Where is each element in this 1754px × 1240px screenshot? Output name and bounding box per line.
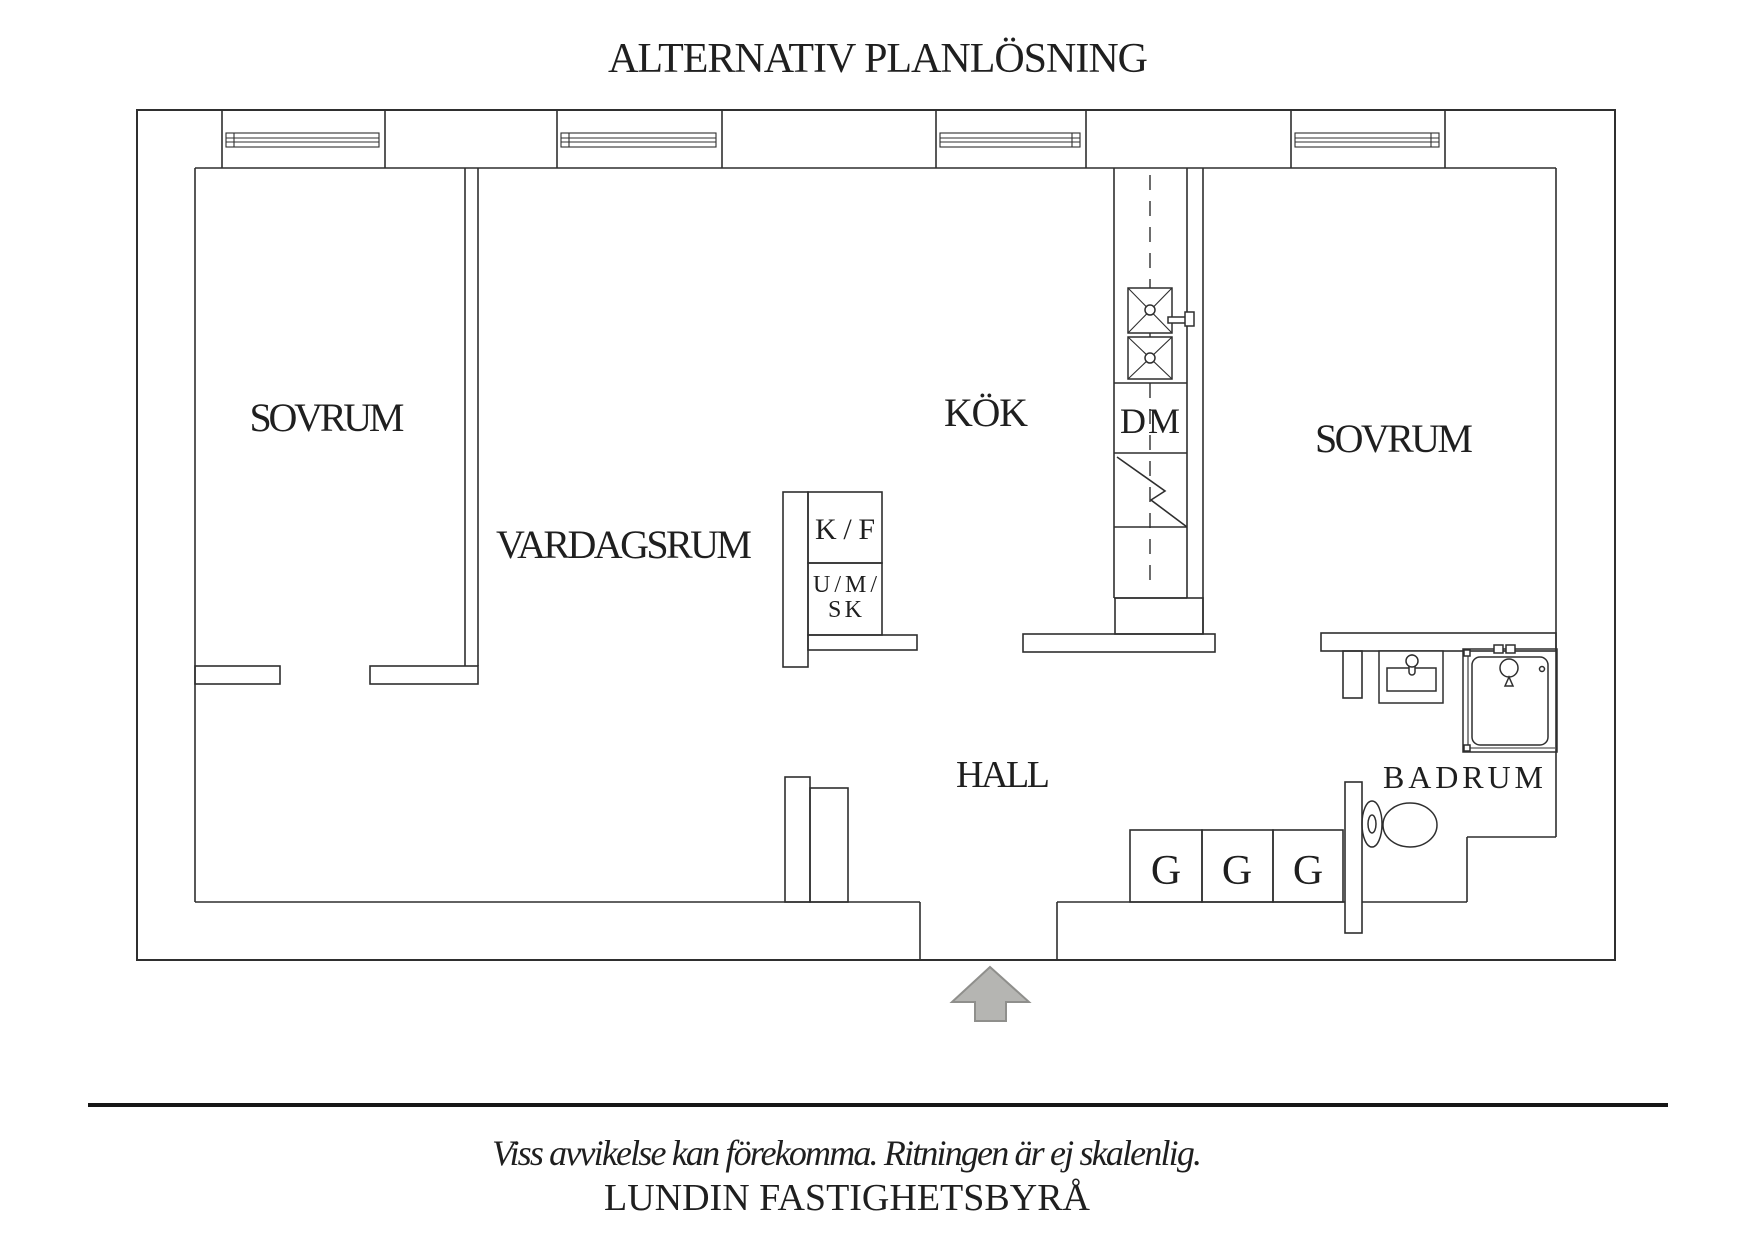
window-icon-right-bedroom xyxy=(1294,132,1440,148)
oven-micro-label-line1: U/M/ xyxy=(813,572,877,598)
hall-south-wall xyxy=(195,901,1345,960)
wardrobe-label-1: G xyxy=(1151,848,1181,894)
window-icon-left-bedroom xyxy=(225,132,380,148)
inner-walls xyxy=(194,110,1557,902)
room-label-kok: KÖK xyxy=(944,390,1028,435)
kitchen-counter: DM xyxy=(1113,168,1204,634)
room-label-badrum: BADRUM xyxy=(1383,759,1543,795)
kitchen-faucet-icon xyxy=(1167,311,1195,327)
fridge-freezer-label: K/F xyxy=(815,513,875,546)
wardrobe-label-3: G xyxy=(1293,848,1323,894)
wardrobe-row: G G G xyxy=(1129,829,1344,903)
shower-icon xyxy=(1462,644,1558,753)
dishwasher-label: DM xyxy=(1120,401,1180,441)
oven-micro-label-line2: SK xyxy=(828,597,863,623)
kitchen-south-wall xyxy=(1022,597,1216,653)
footer: Viss avvikelse kan förekomma. Ritningen … xyxy=(88,1103,1668,1219)
room-label-hall: HALL xyxy=(956,754,1050,796)
room-label-sovrum-right: SOVRUM xyxy=(1315,416,1473,461)
window-icon-kitchen xyxy=(939,132,1081,148)
bathroom-floor-edge xyxy=(1362,836,1556,903)
appliance-column: K/F U/M/ SK xyxy=(782,491,918,668)
window-icon-livingroom xyxy=(560,132,717,148)
footer-company: LUNDIN FASTIGHETSBYRÅ xyxy=(604,1177,1091,1219)
entry-arrow-icon xyxy=(949,965,1032,1022)
stove-symbol xyxy=(1116,456,1188,528)
outer-wall xyxy=(136,109,1616,961)
bathroom-sink-icon xyxy=(1378,650,1444,704)
toilet-wall xyxy=(1344,781,1363,934)
footer-disclaimer: Viss avvikelse kan förekomma. Ritningen … xyxy=(492,1133,1202,1173)
kitchen-sink-icon xyxy=(1127,287,1195,380)
page-title: ALTERNATIV PLANLÖSNING xyxy=(608,36,1148,82)
room-label-vardagsrum: VARDAGSRUM xyxy=(496,522,752,567)
room-label-sovrum-left: SOVRUM xyxy=(250,395,405,440)
toilet-icon xyxy=(1361,800,1438,848)
left-bedroom-walls xyxy=(194,168,479,685)
wardrobe-label-2: G xyxy=(1222,848,1252,894)
hall-partition xyxy=(784,776,849,903)
